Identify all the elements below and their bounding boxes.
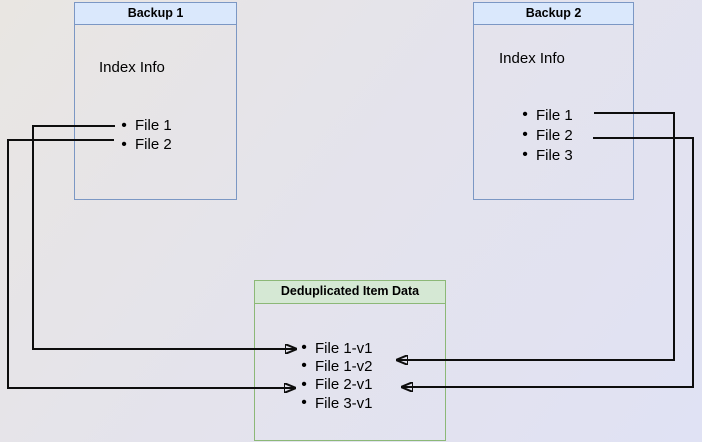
file-label: File 3 xyxy=(536,146,573,164)
file-label: File 2 xyxy=(135,136,172,153)
backup2-title: Backup 2 xyxy=(474,3,633,25)
list-item: • File 3 xyxy=(520,145,573,165)
bullet-icon: • xyxy=(121,116,127,134)
item-label: File 3-v1 xyxy=(315,394,373,412)
bullet-icon: • xyxy=(522,106,528,123)
backup1-title: Backup 1 xyxy=(75,3,236,25)
bullet-icon: • xyxy=(301,394,307,412)
backup1-index-info-label: Index Info xyxy=(99,59,165,76)
list-item: • File 1-v2 xyxy=(299,357,373,375)
backup2-index-info-label: Index Info xyxy=(499,50,565,67)
list-item: • File 3-v1 xyxy=(299,394,373,412)
list-item: • File 1 xyxy=(119,116,172,135)
bullet-icon: • xyxy=(301,357,307,375)
item-label: File 1-v1 xyxy=(315,339,373,357)
dedup-title: Deduplicated Item Data xyxy=(255,281,445,304)
list-item: • File 2-v1 xyxy=(299,375,373,394)
bullet-icon: • xyxy=(522,146,528,163)
deduplicated-item-data-box: Deduplicated Item Data • File 1-v1 • Fil… xyxy=(254,280,446,441)
item-label: File 1-v2 xyxy=(315,357,373,375)
bullet-icon: • xyxy=(301,375,307,393)
dedup-item-list: • File 1-v1 • File 1-v2 • File 2-v1 • Fi… xyxy=(299,339,373,412)
backup2-file-list: • File 1 • File 2 • File 3 xyxy=(520,105,573,165)
backup1-box: Backup 1 Index Info • File 1 • File 2 xyxy=(74,2,237,200)
file-label: File 1 xyxy=(135,117,172,134)
list-item: • File 1-v1 xyxy=(299,339,373,357)
backup2-box: Backup 2 Index Info • File 1 • File 2 • … xyxy=(473,2,634,200)
item-label: File 2-v1 xyxy=(315,376,373,394)
list-item: • File 2 xyxy=(119,135,172,154)
bullet-icon: • xyxy=(121,135,127,153)
bullet-icon: • xyxy=(301,339,307,357)
bullet-icon: • xyxy=(522,126,528,143)
list-item: • File 2 xyxy=(520,125,573,145)
list-item: • File 1 xyxy=(520,105,573,125)
file-label: File 1 xyxy=(536,106,573,124)
file-label: File 2 xyxy=(536,126,573,144)
backup1-file-list: • File 1 • File 2 xyxy=(119,116,172,154)
